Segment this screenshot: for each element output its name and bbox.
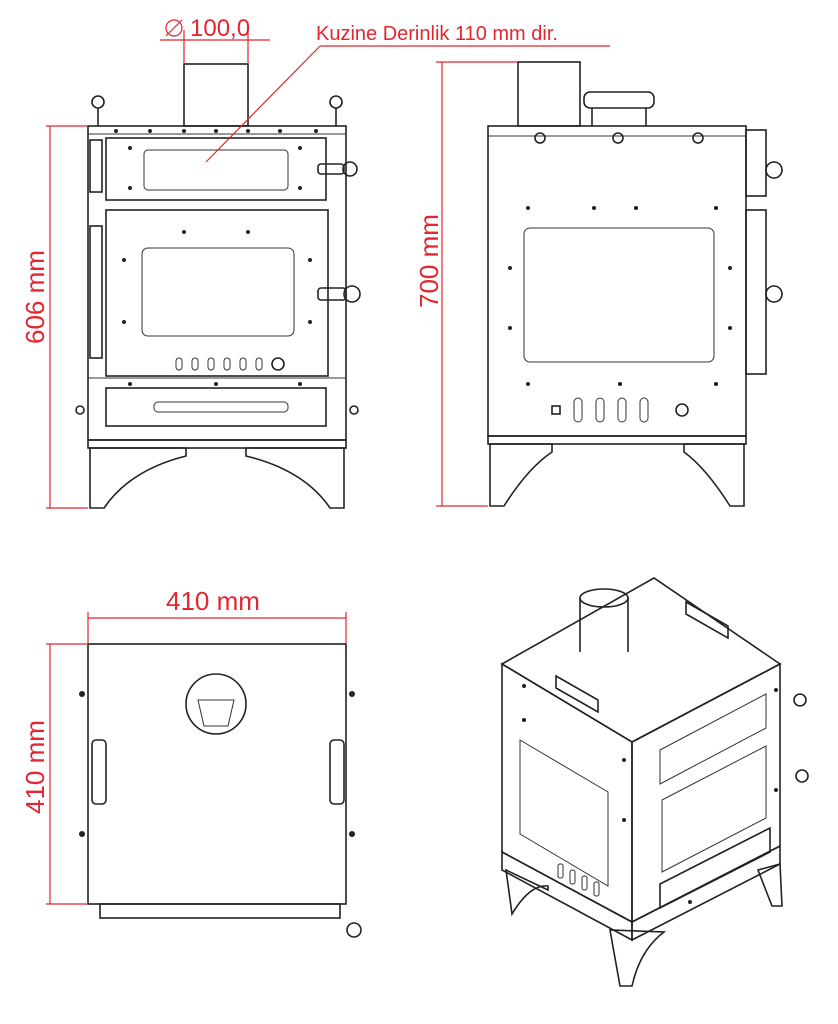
top-width-label: 410 mm [166, 586, 260, 616]
side-height-label: 700 mm [414, 214, 444, 308]
isometric-view [500, 577, 809, 987]
top-dimensions [46, 612, 347, 905]
diameter-label: 100,0 [190, 15, 250, 42]
front-dimensions [46, 19, 610, 509]
depth-note: Kuzine Derinlik 110 mm dir. [316, 23, 558, 45]
top-depth-label: 410 mm [20, 720, 50, 814]
top-view [79, 643, 362, 938]
side-dimensions [436, 61, 518, 507]
front-view [75, 63, 361, 509]
side-view [487, 61, 783, 507]
front-height-label: 606 mm [20, 250, 50, 344]
